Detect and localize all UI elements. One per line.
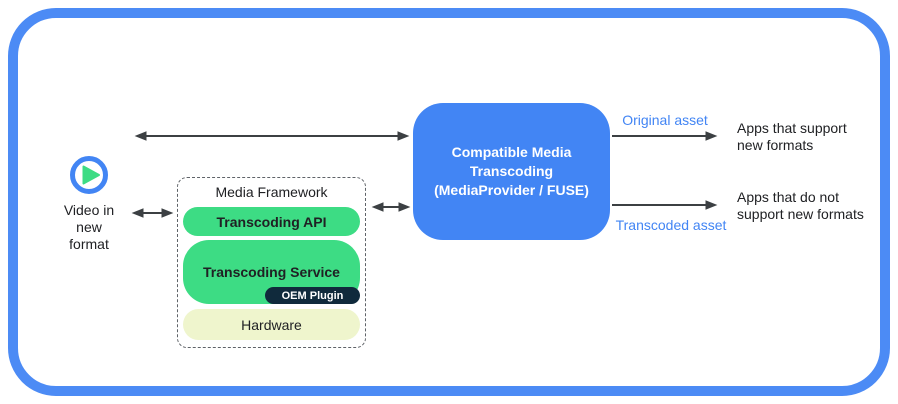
transcoded-asset-label: Transcoded asset xyxy=(615,217,727,233)
transcoder-label: Compatible Media Transcoding (MediaProvi… xyxy=(434,144,589,198)
apps-no-support-label: Apps that do not support new formats xyxy=(737,189,864,222)
transcoding-service-layer: Transcoding Service OEM Plugin xyxy=(183,240,360,304)
media-framework-title: Media Framework xyxy=(215,184,328,200)
video-source-label: Video in new format xyxy=(63,202,115,252)
outer-frame xyxy=(8,8,890,396)
transcoding-api-layer: Transcoding API xyxy=(183,207,360,236)
oem-plugin-label: OEM Plugin xyxy=(281,289,344,302)
hardware-label: Hardware xyxy=(241,316,302,333)
transcoder-box: Compatible Media Transcoding (MediaProvi… xyxy=(413,103,610,240)
oem-plugin-badge: OEM Plugin xyxy=(265,287,360,304)
play-icon xyxy=(69,155,109,195)
apps-support-label: Apps that support new formats xyxy=(737,120,847,153)
hardware-layer: Hardware xyxy=(183,309,360,340)
transcoding-api-label: Transcoding API xyxy=(216,213,327,230)
media-framework-box: Media Framework Transcoding API Transcod… xyxy=(177,177,366,348)
transcoding-service-label: Transcoding Service xyxy=(203,264,340,280)
original-asset-label: Original asset xyxy=(622,112,708,128)
